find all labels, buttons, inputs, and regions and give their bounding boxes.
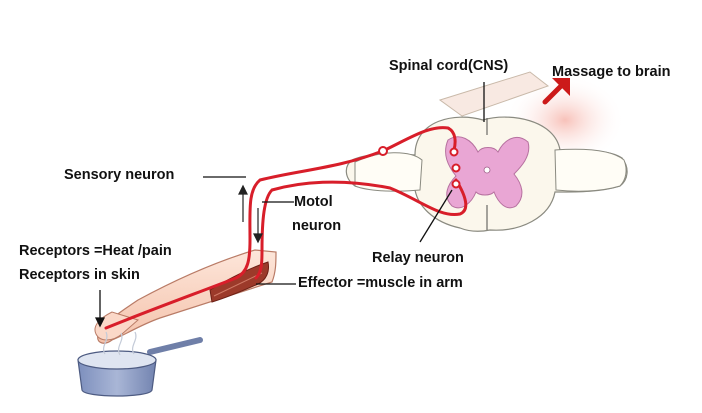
message-arrow — [542, 78, 570, 105]
pointer-lines — [94, 82, 485, 328]
sensory-ganglion-node — [378, 146, 388, 156]
spinal-cord-label: Spinal cord(CNS) — [389, 58, 509, 74]
motor-neuron-label-line1: Motol — [294, 194, 333, 210]
receptors-label-line1: Receptors =Heat /pain — [19, 243, 172, 259]
sensory-neuron-label: Sensory neuron — [64, 167, 175, 183]
sensory-neuron-path — [104, 126, 457, 330]
motor-neuron-label-line2: neuron — [292, 218, 342, 234]
arm-muscle — [209, 261, 269, 303]
relay-node — [449, 147, 459, 157]
pan-icon — [77, 331, 203, 397]
relay-node — [451, 179, 461, 189]
pan-rim — [77, 350, 157, 370]
relay-neuron-pointer — [419, 189, 453, 243]
receptor-pointer-head — [94, 317, 106, 328]
steam-wisp — [103, 331, 108, 355]
central-canal — [483, 166, 491, 174]
steam-wisp — [118, 332, 123, 356]
effector-label: Effector =muscle in arm — [298, 275, 463, 291]
upward-arrow-icon — [552, 78, 570, 96]
relay-neuron-label: Relay neuron — [372, 250, 464, 266]
nerve-pathway — [104, 126, 468, 330]
pan-body — [77, 359, 157, 397]
arrow-head — [253, 233, 263, 244]
message-to-brain-label: Massage to brain — [552, 64, 671, 80]
message-arrow-shaft — [542, 82, 565, 105]
arrow-head — [238, 184, 248, 195]
motor-neuron-path — [254, 178, 468, 280]
right-nerve-root — [554, 148, 627, 192]
relay-neuron-nodes — [378, 146, 461, 189]
muscle-fibre-line — [213, 272, 263, 297]
relay-node — [451, 163, 461, 173]
spinal-cord-column — [438, 71, 550, 117]
pan-handle — [147, 337, 203, 355]
steam-wisp — [132, 331, 137, 355]
direction-arrows — [238, 184, 263, 244]
spinal-cord — [345, 71, 628, 232]
receptors-label-line2: Receptors in skin — [19, 267, 140, 283]
